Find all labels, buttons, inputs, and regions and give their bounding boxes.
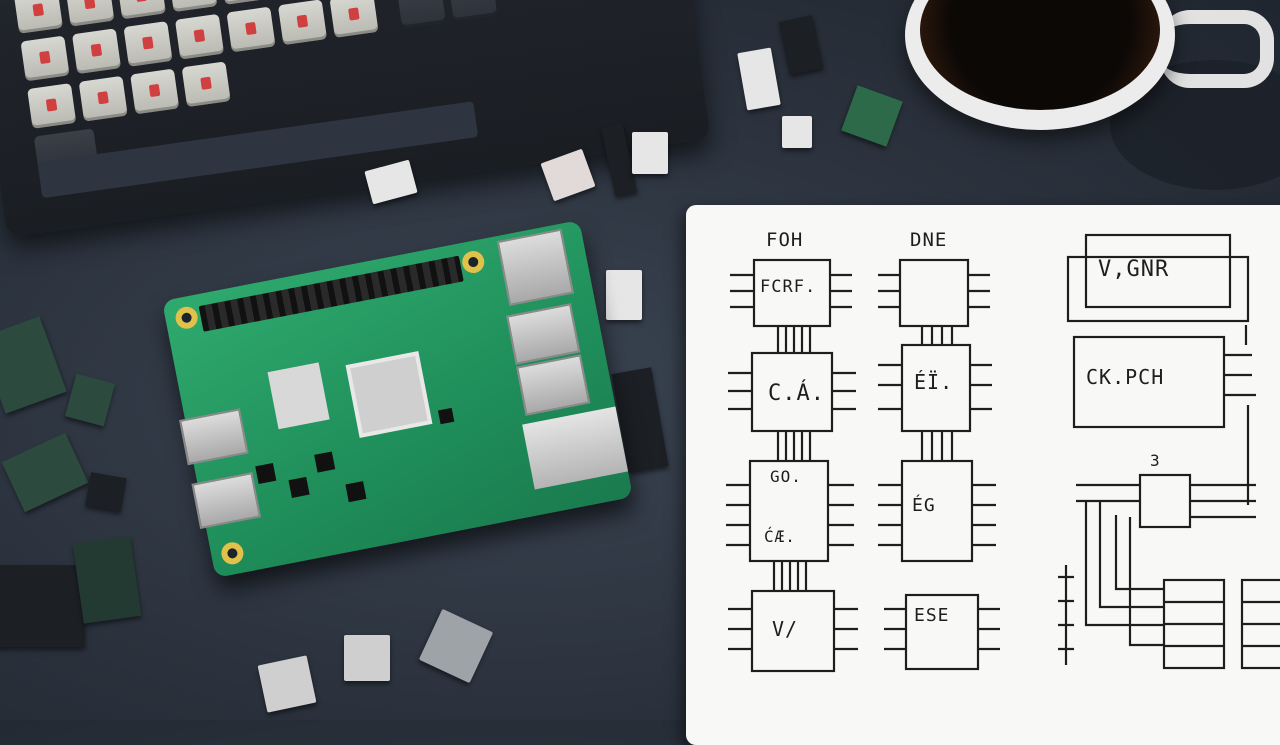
usb-port — [496, 228, 575, 306]
raspberry-pi-board — [162, 220, 633, 578]
key — [130, 68, 180, 115]
chip-label: V/ — [772, 617, 799, 641]
connector-component — [632, 132, 668, 174]
usb-port — [179, 408, 249, 466]
circuit-sketch — [726, 233, 1280, 673]
key — [174, 13, 225, 60]
connector-component — [782, 116, 812, 148]
header-pins — [85, 472, 127, 512]
chip-label: ÉÏ. — [914, 370, 954, 394]
chip-label: ÉG — [912, 495, 936, 516]
connector-component — [418, 608, 494, 684]
chip-label: FCRF. — [760, 277, 817, 297]
circuit-module — [64, 373, 116, 427]
header-pins — [778, 15, 824, 75]
ic-chip — [288, 476, 310, 498]
chip-label: ESE — [914, 605, 950, 626]
circuit-module — [0, 316, 67, 414]
cup-handle — [1160, 10, 1274, 88]
keyboard — [0, 0, 711, 238]
ic-chip — [437, 407, 455, 425]
pin-number: 3 — [1150, 451, 1161, 470]
connector-component — [257, 655, 317, 713]
ram-chip — [267, 362, 330, 430]
ic-chip — [255, 462, 277, 485]
mount-hole — [460, 249, 487, 275]
key — [277, 0, 328, 46]
header-block — [0, 565, 85, 647]
sketch-heading: DNE — [910, 229, 948, 251]
connector-component — [606, 270, 642, 320]
circuit-module — [72, 536, 142, 624]
key — [448, 0, 498, 22]
ethernet-port — [522, 406, 629, 490]
sketch-box-label: CK.PCH — [1086, 365, 1165, 389]
chip-label: GO. — [770, 467, 802, 486]
sketch-heading: FOH — [766, 229, 804, 251]
mount-hole — [173, 304, 200, 331]
key — [219, 0, 269, 5]
key — [168, 0, 218, 13]
key — [78, 75, 128, 122]
key — [20, 35, 70, 82]
key — [181, 61, 231, 108]
gpio-header — [198, 255, 464, 332]
key — [71, 28, 122, 75]
key — [396, 0, 446, 29]
chip-label: C.Á. — [768, 381, 825, 406]
mount-hole — [219, 540, 246, 567]
key — [329, 0, 379, 38]
soc-chip — [345, 351, 433, 438]
sensor-module — [841, 85, 903, 147]
ic-chip — [314, 451, 336, 473]
usb-port — [516, 354, 591, 416]
usb-port — [191, 472, 262, 530]
connector-component — [737, 47, 781, 111]
connector-component — [344, 635, 390, 681]
chip-label: ĆÆ. — [764, 527, 796, 546]
key — [13, 0, 63, 34]
key — [226, 6, 276, 53]
key — [65, 0, 115, 27]
ic-chip — [345, 481, 367, 503]
notebook-page: FOH DNE V,GNR CK.PCH FCRF. C.Á. GO. ĆÆ. … — [686, 205, 1280, 745]
sketch-box-label: V,GNR — [1098, 257, 1170, 282]
circuit-module — [1, 432, 89, 513]
key — [123, 21, 173, 67]
key — [116, 0, 166, 20]
key — [27, 83, 77, 129]
